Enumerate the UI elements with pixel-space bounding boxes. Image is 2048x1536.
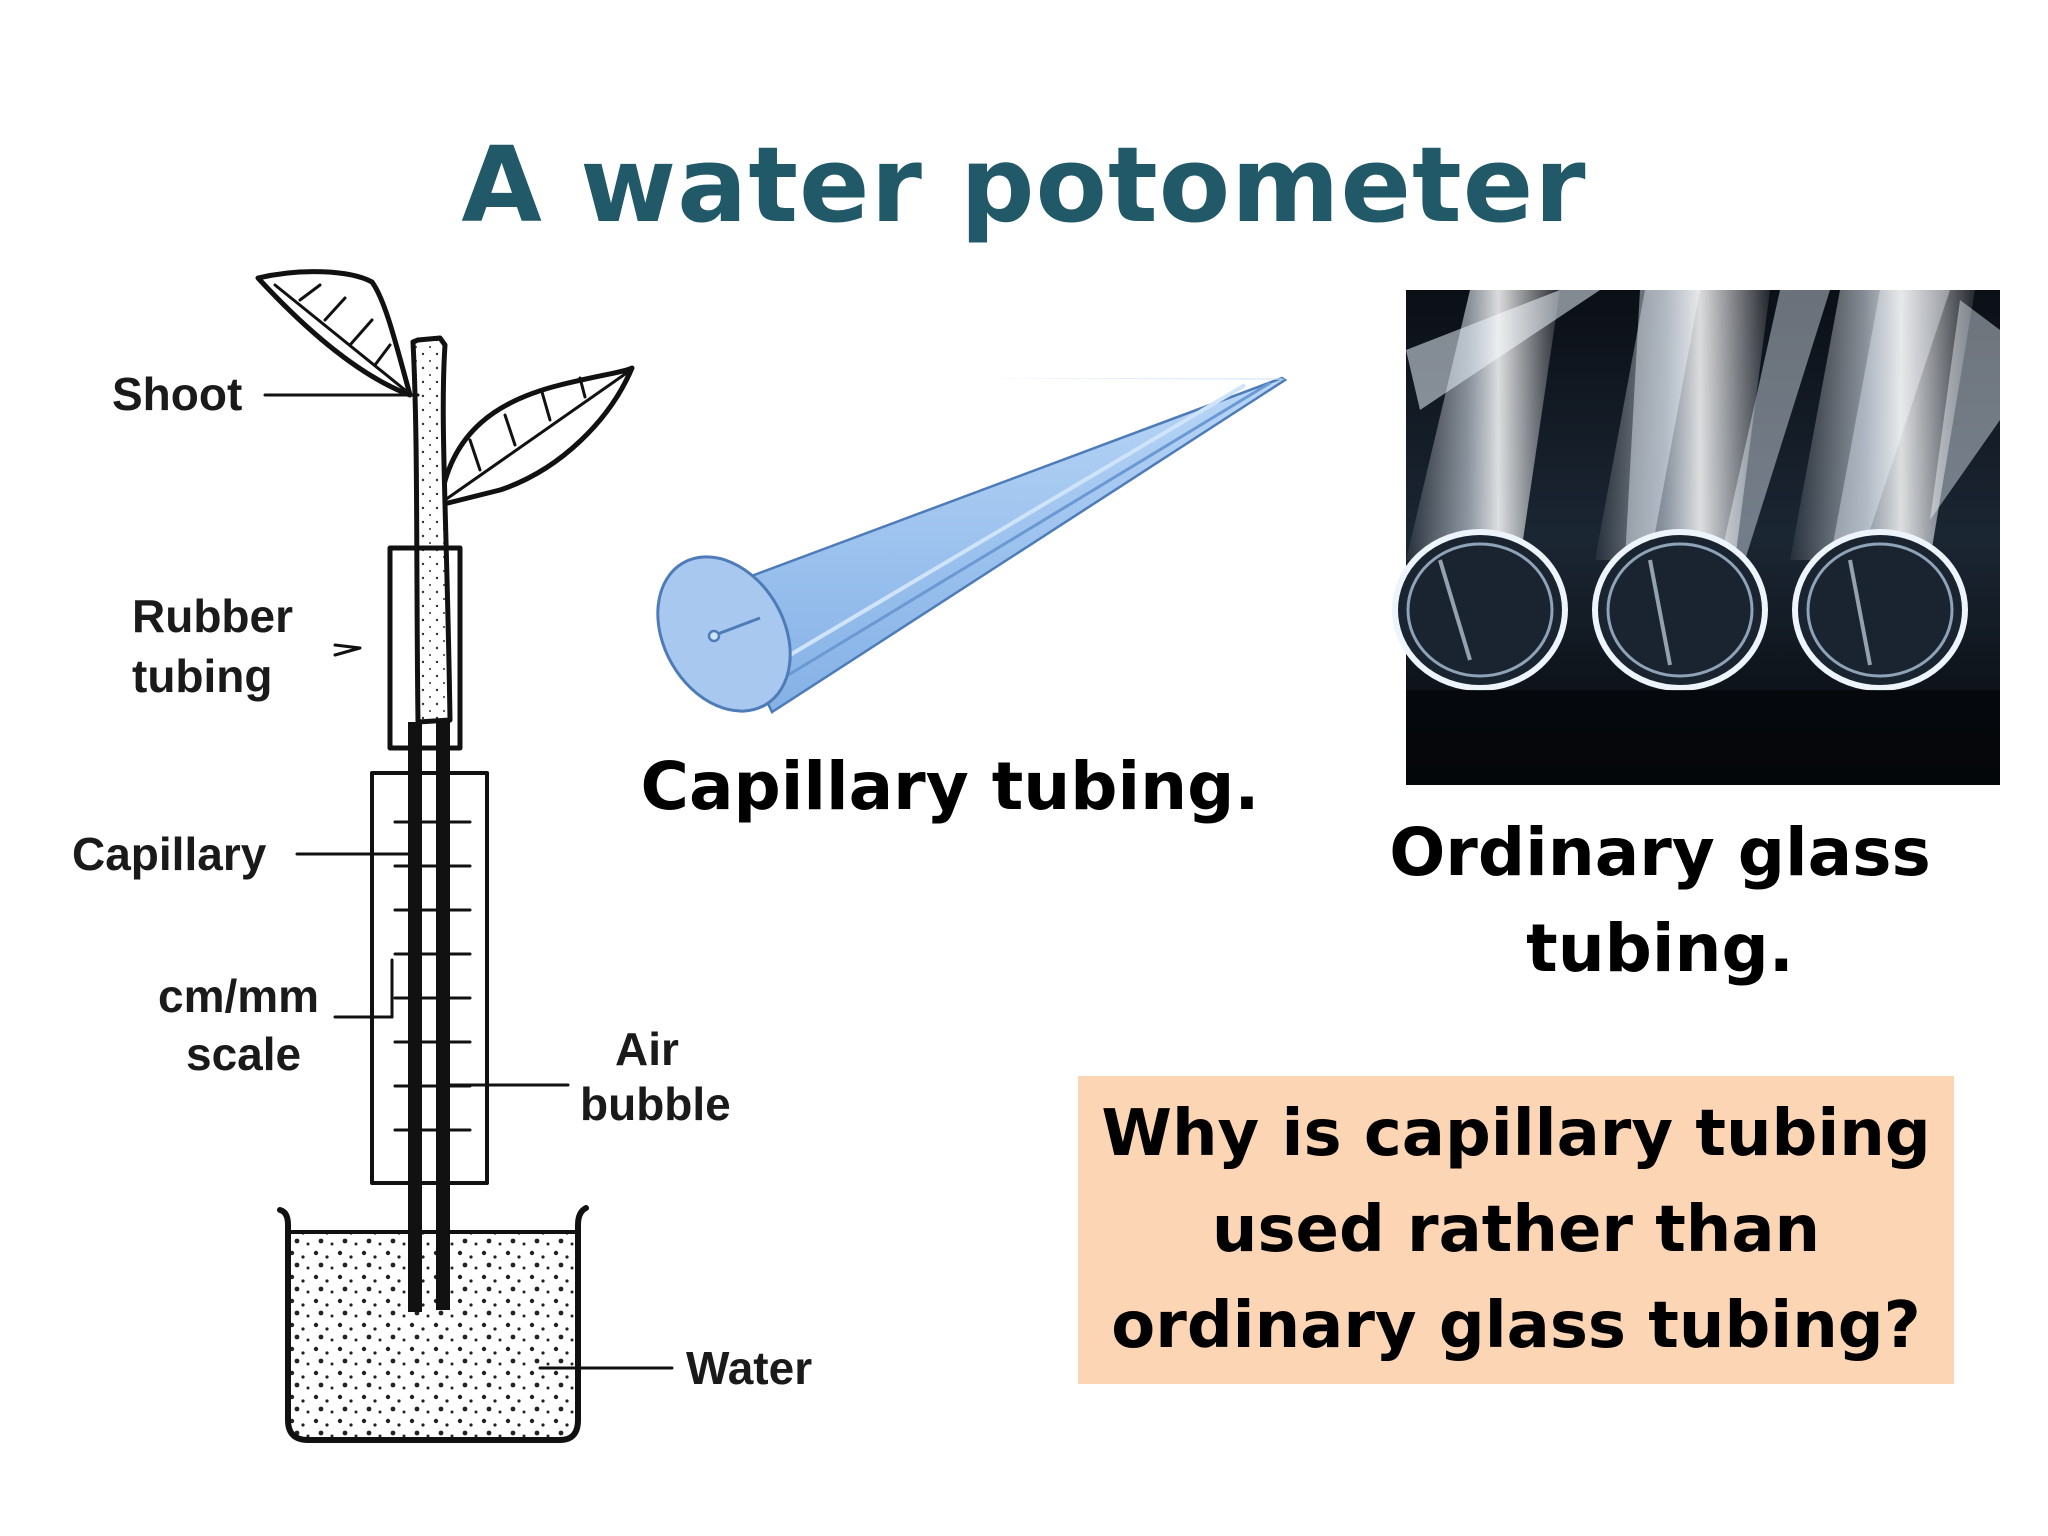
shoot-stem — [410, 335, 453, 725]
label-scale: scale — [186, 1028, 301, 1080]
question-line: used rather than — [1211, 1193, 1821, 1267]
beaker-water — [288, 1230, 578, 1440]
label-rubber: Rubber — [132, 590, 293, 642]
beaker — [277, 1205, 589, 1443]
scale-board — [370, 771, 489, 1185]
capillary-caption: Capillary tubing. — [640, 748, 1260, 825]
capillary-tube-image — [656, 376, 1288, 714]
label-bubble: bubble — [580, 1078, 731, 1130]
question-box: Why is capillary tubing used rather than… — [1078, 1076, 1954, 1384]
label-air: Air — [615, 1023, 679, 1075]
question-line: Why is capillary tubing — [1101, 1097, 1931, 1171]
label-water: Water — [686, 1342, 812, 1394]
label-tubing: tubing — [132, 650, 273, 702]
potometer-diagram — [255, 269, 674, 1443]
glass-caption: Ordinary glass tubing. — [1380, 805, 1940, 996]
slide-title: A water potometer — [461, 124, 1587, 246]
label-capillary: Capillary — [72, 828, 267, 880]
glass-caption-line: tubing. — [1526, 909, 1794, 987]
glass-tubing-photo — [1392, 290, 2000, 785]
question-line: ordinary glass tubing? — [1111, 1289, 1921, 1363]
capillary-tube — [408, 722, 422, 1312]
glass-caption-line: Ordinary glass — [1389, 814, 1931, 891]
label-shoot: Shoot — [112, 368, 242, 420]
label-cm-mm: cm/mm — [158, 970, 319, 1022]
rubber-tubing — [387, 545, 463, 751]
